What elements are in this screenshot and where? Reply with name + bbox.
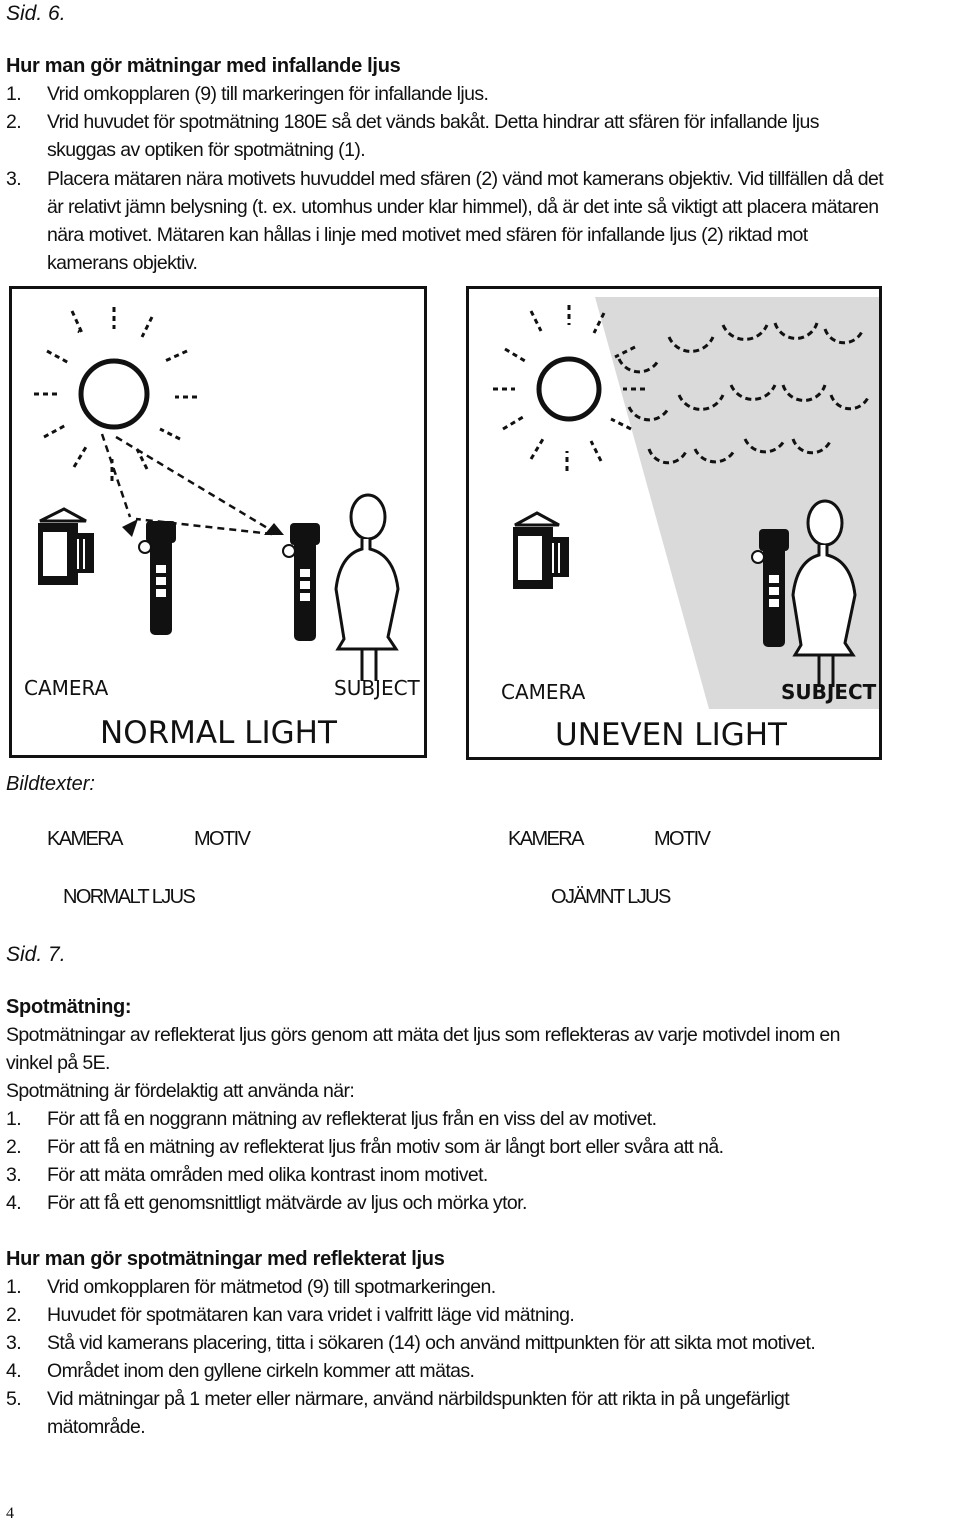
uneven-light-drawing: CAMERA SUBJECT UNEVEN LIGHT (493, 297, 879, 753)
caption-left-subject: MOTIV (194, 828, 251, 850)
captions-heading: Bildtexter: (6, 773, 95, 795)
camera-label: CAMERA (501, 680, 586, 704)
caption-right-subject: MOTIV (654, 828, 711, 850)
spot-when-text: Spotmätning är fördelaktig att använda n… (6, 1080, 355, 1102)
light-meter-icon (751, 529, 789, 647)
light-meter-icon (282, 523, 320, 641)
normal-light-illustration: CAMERA SUBJECT NORMAL LIGHT (9, 286, 427, 758)
spot-intro-line-2: vinkel på 5E. (6, 1052, 110, 1074)
camera-label: CAMERA (24, 676, 109, 700)
sun-icon (34, 307, 197, 481)
spot-intro-line-1: Spotmätningar av reflekterat ljus görs g… (6, 1024, 841, 1046)
incident-steps-list: 1. Vrid omkopplaren (9) till markeringen… (6, 83, 884, 274)
section-heading-incident: Hur man gör mätningar med infallande lju… (6, 55, 401, 77)
section-heading-reflected: Hur man gör spotmätningar med reflektera… (6, 1248, 445, 1270)
sun-icon (493, 305, 645, 471)
subject-label: SUBJECT (334, 676, 421, 700)
panel-title: NORMAL LIGHT (100, 715, 338, 751)
person-icon (791, 499, 857, 687)
panel-title: UNEVEN LIGHT (555, 717, 788, 753)
reflected-steps-list: 1. Vrid omkopplaren för mätmetod (9) til… (6, 1276, 816, 1438)
cloud-icon (617, 322, 871, 465)
caption-right-camera: KAMERA (508, 828, 584, 850)
person-icon (334, 493, 400, 681)
caption-right-title: OJÄMNT LJUS (551, 886, 671, 908)
light-meter-icon (138, 521, 176, 635)
caption-left-title: NORMALT LJUS (63, 886, 196, 908)
page-label-7: Sid. 7. (6, 943, 66, 966)
section-heading-spot: Spotmätning: (6, 996, 132, 1018)
subject-label: SUBJECT (781, 680, 877, 704)
camera-icon (38, 507, 94, 585)
page-label-6: Sid. 6. (6, 2, 66, 25)
page-number: 4 (6, 1505, 14, 1522)
caption-left-camera: KAMERA (47, 828, 123, 850)
camera-icon (513, 511, 569, 589)
spot-advantages-list: 1. För att få en noggrann mätning av ref… (6, 1108, 724, 1214)
normal-light-drawing: CAMERA SUBJECT NORMAL LIGHT (24, 307, 421, 751)
uneven-light-illustration: CAMERA SUBJECT UNEVEN LIGHT (466, 286, 882, 760)
